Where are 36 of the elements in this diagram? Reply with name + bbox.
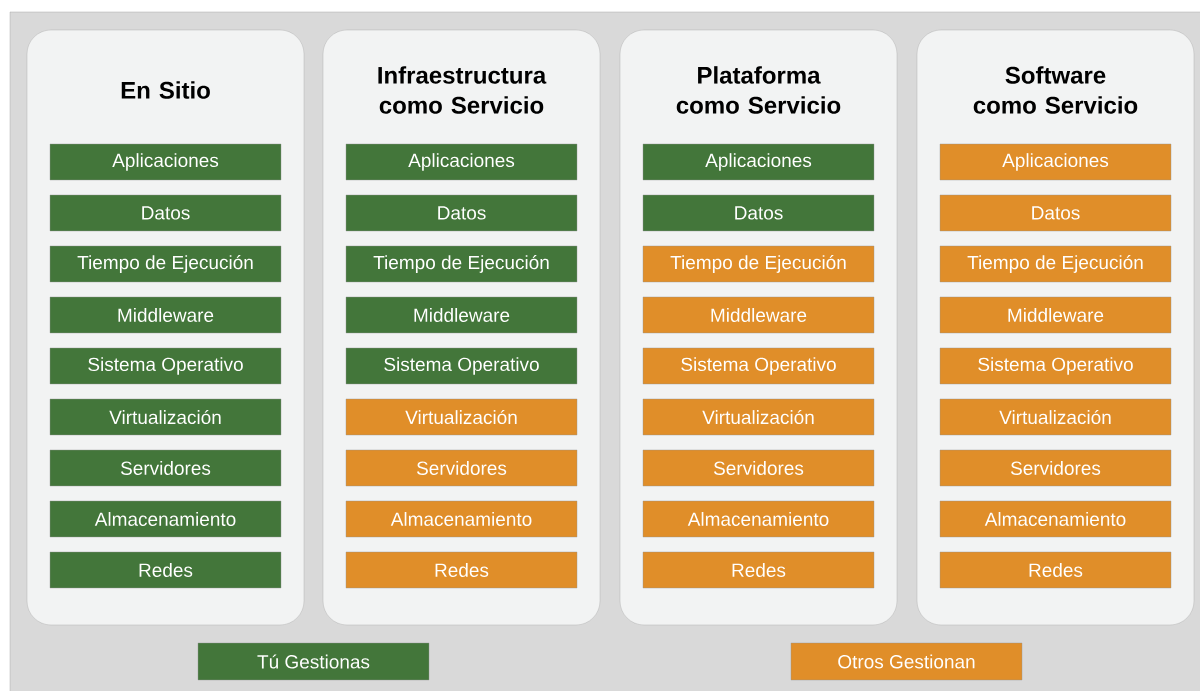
layer-bar: Redes (642, 551, 875, 589)
layer-bar: Middleware (49, 296, 282, 334)
layer-bar: Aplicaciones (642, 143, 875, 181)
layer-bar: Tiempo de Ejecución (49, 245, 282, 283)
layer-bar: Aplicaciones (49, 143, 282, 181)
layer-bar: Servidores (345, 449, 578, 487)
layer-bar: Redes (345, 551, 578, 589)
layer-bar: Redes (49, 551, 282, 589)
layer-bar: Sistema Operativo (345, 347, 578, 385)
layer-bar: Datos (345, 194, 578, 232)
layer-bar: Servidores (642, 449, 875, 487)
layer-bar: Servidores (939, 449, 1172, 487)
layer-bar: Redes (939, 551, 1172, 589)
layer-bar: Aplicaciones (939, 143, 1172, 181)
layer-bar: Tiempo de Ejecución (345, 245, 578, 283)
layer-bar: Datos (642, 194, 875, 232)
layer-bar: Sistema Operativo (642, 347, 875, 385)
layer-bar: Middleware (939, 296, 1172, 334)
layer-bar: Almacenamiento (49, 500, 282, 538)
layer-bar: Almacenamiento (642, 500, 875, 538)
layer-bar: Tiempo de Ejecución (642, 245, 875, 283)
layer-bar: Virtualización (49, 398, 282, 436)
layer-bar: Tiempo de Ejecución (939, 245, 1172, 283)
layer-bar: Aplicaciones (345, 143, 578, 181)
layer-bar: Datos (49, 194, 282, 232)
layer-bar: Servidores (49, 449, 282, 487)
layer-bar: Virtualización (345, 398, 578, 436)
layer-bar: Virtualización (939, 398, 1172, 436)
layer-bar: Middleware (345, 296, 578, 334)
layer-bar: Almacenamiento (345, 500, 578, 538)
layer-bar: Sistema Operativo (49, 347, 282, 385)
layer-bar: Almacenamiento (939, 500, 1172, 538)
layer-bar: Middleware (642, 296, 875, 334)
layer-bar: Datos (939, 194, 1172, 232)
layer-bar: Virtualización (642, 398, 875, 436)
layer-bar: Sistema Operativo (939, 347, 1172, 385)
